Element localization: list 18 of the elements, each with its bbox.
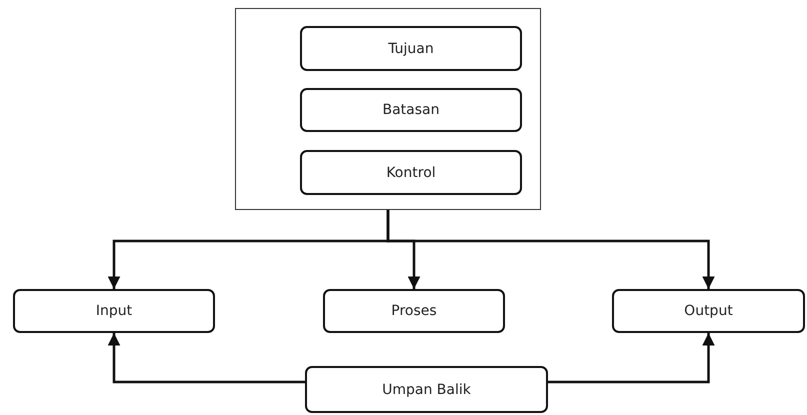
box-label: Proses	[391, 303, 437, 319]
process-box	[300, 26, 522, 71]
process-box	[323, 289, 505, 333]
arrow	[548, 333, 715, 384]
process-box	[305, 366, 548, 413]
box-label: Tujuan	[388, 40, 434, 56]
process-box	[300, 88, 522, 132]
arrow	[386, 210, 715, 289]
box-label: Input	[96, 303, 132, 319]
container-box	[235, 8, 541, 210]
box-label: Output	[684, 303, 733, 319]
box-label: Batasan	[382, 102, 440, 118]
process-box	[612, 289, 805, 333]
box-label: Umpan Balik	[382, 382, 471, 398]
box-label: Kontrol	[386, 164, 436, 180]
process-box	[13, 289, 215, 333]
arrow	[108, 333, 305, 384]
process-box	[300, 150, 522, 195]
